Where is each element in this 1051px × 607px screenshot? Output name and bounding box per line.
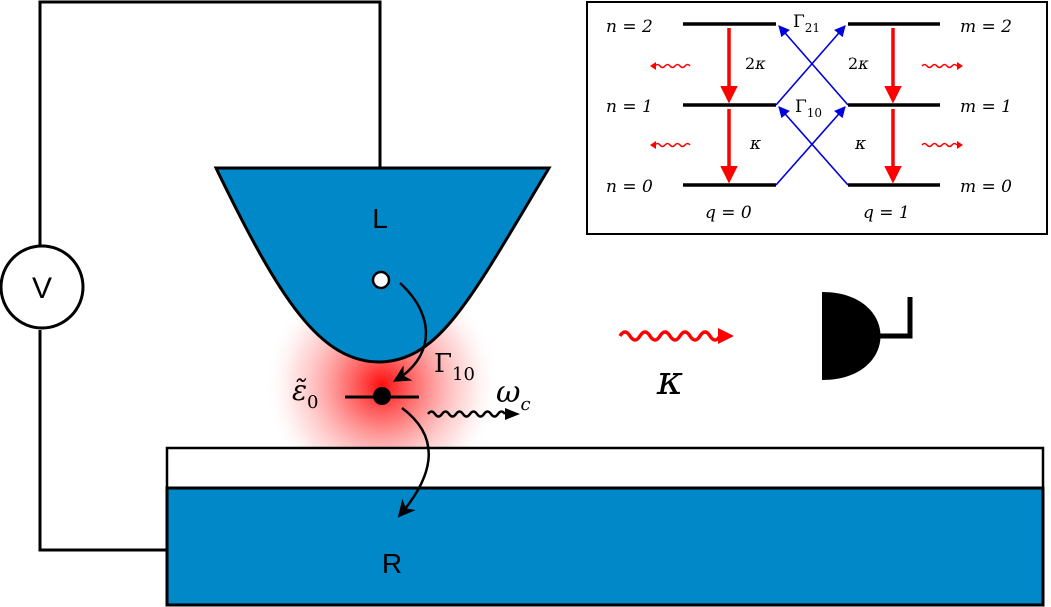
transition-left0-right1: [775, 106, 846, 186]
tunnel-arrow-in: [392, 282, 428, 382]
q-label-left: q = 0: [705, 203, 752, 223]
voltmeter: V: [0, 244, 85, 330]
voltmeter-label: V: [32, 272, 52, 305]
cavity-decay-wave: [618, 330, 722, 342]
inset-energy-diagram: n = 2 n = 1 n = 0 m = 2 m = 1 m = 0 2κ κ…: [586, 1, 1048, 235]
cross-rate-label-10: Γ10: [795, 97, 822, 120]
photon-detector-icon: [822, 292, 913, 380]
lead-left: [213, 166, 552, 364]
lead-right-label: R: [382, 548, 402, 579]
right-decay-label-upper: 2κ: [848, 54, 869, 73]
inset-photon-wiggles: [654, 63, 958, 148]
cavity-decay-arrowhead: [718, 328, 734, 344]
photon-arrowhead: [505, 408, 520, 420]
transition-right1-left2: [778, 25, 849, 106]
right-level-label-1: m = 1: [960, 97, 1012, 117]
detector-wire: [866, 297, 913, 339]
inset-wiggle-head-left-upper: [650, 62, 656, 70]
left-decay-label-lower: κ: [749, 134, 761, 154]
tunnel-rate-label: Γ10: [434, 349, 475, 385]
cross-rate-label-21: Γ21: [793, 12, 820, 35]
circuit-wires: [38, 0, 382, 552]
cavity-decay-label: κ: [656, 358, 683, 404]
lead-right: [165, 486, 1045, 607]
inset-wiggle-right-lower: [921, 142, 958, 148]
wire-top: [38, 0, 382, 245]
q-label-right: q = 1: [863, 203, 910, 223]
inset-cross-transitions: [775, 25, 849, 186]
left-decay-label-upper: 2κ: [745, 54, 766, 73]
inset-wiggle-left-upper: [654, 63, 691, 69]
left-level-label-2: n = 2: [606, 17, 653, 37]
photon-wavy-line: [426, 410, 507, 418]
right-decay-label-lower: κ: [854, 134, 866, 154]
detector-body: [822, 292, 881, 380]
left-level-label-0: n = 0: [606, 177, 653, 197]
voltmeter-circle: [0, 244, 85, 330]
wire-bottom: [38, 330, 168, 552]
inset-frame: [586, 1, 1048, 235]
lead-left-label: L: [372, 203, 388, 234]
right-level-label-2: m = 2: [960, 17, 1012, 37]
dot-electron: [373, 387, 391, 405]
electron-hole-marker: [371, 270, 391, 290]
inset-wiggle-head-right-lower: [957, 141, 963, 149]
inset-wiggle-head-left-lower: [650, 141, 656, 149]
inset-wiggle-right-upper: [921, 63, 958, 69]
transition-right0-left1: [778, 106, 849, 186]
dot-level-label: ε̃0: [292, 374, 318, 413]
photon-frequency-label: ωc: [496, 375, 531, 415]
tunnel-arrow-out: [397, 406, 430, 518]
left-level-label-1: n = 1: [606, 97, 653, 117]
transition-left1-right2: [775, 25, 846, 106]
right-level-label-0: m = 0: [960, 177, 1012, 197]
substrate-cap: [165, 446, 1045, 490]
inset-wiggle-head-right-upper: [957, 62, 963, 70]
inset-wiggle-left-lower: [654, 142, 691, 148]
